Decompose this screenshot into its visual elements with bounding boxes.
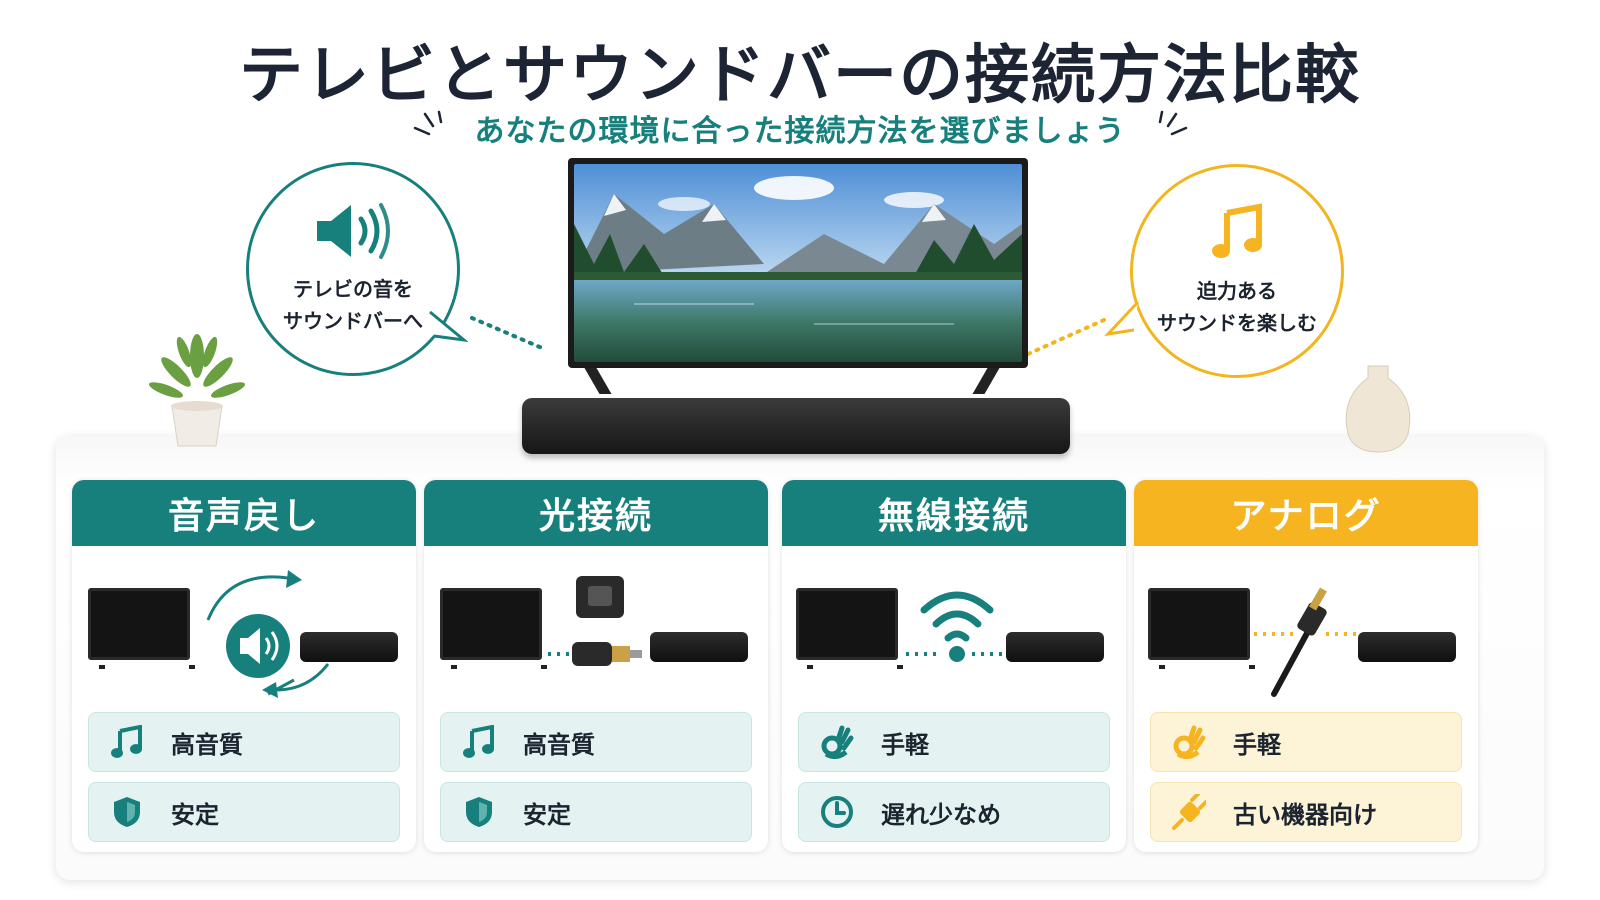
tv-leg-right [972, 368, 1000, 394]
feature-label: 高音質 [171, 730, 243, 759]
feature-label: 安定 [171, 800, 219, 829]
feature-label: 高音質 [523, 730, 595, 759]
subtitle-row: あなたの環境に合った接続方法を選びましょう [0, 106, 1600, 150]
optical-connector-icon [548, 576, 642, 666]
bubble-left-line2: サウンドバーへ [283, 309, 423, 333]
clock-icon [819, 794, 855, 830]
shield-icon [461, 794, 497, 830]
feature-item: 高音質 [440, 712, 752, 772]
card-title: 音声戻し [72, 480, 416, 546]
ok-hand-icon [1171, 724, 1207, 760]
dotted-connector-right [1026, 318, 1106, 356]
card-title: アナログ [1134, 480, 1478, 546]
feature-item: 古い機器向け [1150, 782, 1462, 842]
feature-item: 安定 [440, 782, 752, 842]
feature-item: 遅れ少なめ [798, 782, 1110, 842]
page-title: テレビとサウンドバーの接続方法比較 [239, 39, 1361, 113]
bubble-right-line2: サウンドを楽しむ [1157, 311, 1317, 335]
tv-leg-left [584, 368, 612, 394]
shield-icon [109, 794, 145, 830]
tv-icon [796, 588, 903, 669]
feature-label: 安定 [523, 800, 571, 829]
tv-screen-landscape [574, 164, 1022, 362]
feature-label: 手軽 [1233, 730, 1281, 759]
card-title: 光接続 [424, 480, 768, 546]
music-note-icon [109, 724, 145, 760]
music-note-icon [1212, 203, 1262, 258]
bubble-left: テレビの音を サウンドバーへ [246, 162, 460, 376]
vase-decoration [1345, 365, 1411, 453]
plug-icon [1171, 794, 1207, 830]
bubble-right-line1: 迫力ある [1197, 279, 1277, 303]
feature-label: 遅れ少なめ [881, 800, 1001, 829]
bubble-right: 迫力ある サウンドを楽しむ [1130, 164, 1344, 378]
television [568, 158, 1028, 368]
bubble-left-tail [429, 310, 468, 343]
connection-diagram [424, 546, 768, 716]
bubble-left-line1: テレビの音を [293, 277, 413, 301]
dotted-connector-left [470, 316, 544, 350]
connection-diagram [1134, 546, 1478, 716]
feature-item: 高音質 [88, 712, 400, 772]
wifi-icon [906, 591, 1008, 662]
card-wireless[interactable]: 無線接続 手軽 遅れ少なめ [782, 480, 1126, 852]
subtitle: あなたの環境に合った接続方法を選びましょう [474, 114, 1126, 149]
ok-hand-icon [819, 724, 855, 760]
soundbar-icon [1006, 632, 1104, 662]
tv-icon [440, 588, 547, 669]
return-arrows-icon [206, 570, 330, 698]
feature-item: 手軽 [1150, 712, 1462, 772]
card-analog[interactable]: アナログ 手軽 古い機器向け [1134, 480, 1478, 852]
music-note-icon [461, 724, 497, 760]
soundbar-icon [300, 632, 398, 662]
sparkle-left-icon [413, 110, 442, 136]
feature-item: 手軽 [798, 712, 1110, 772]
feature-label: 手軽 [881, 730, 929, 759]
card-audio-return[interactable]: 音声戻し 高音質 安定 [72, 480, 416, 852]
soundbar-icon [650, 632, 748, 662]
soundbar-icon [1358, 632, 1456, 662]
tv-icon [88, 588, 195, 669]
card-title: 無線接続 [782, 480, 1126, 546]
plant-decoration [148, 334, 246, 447]
speaker-icon [317, 203, 390, 259]
soundbar [522, 398, 1070, 454]
connection-diagram [782, 546, 1126, 716]
connection-diagram [72, 546, 416, 716]
sparkle-right-icon [1158, 110, 1187, 136]
tv-icon [1148, 588, 1255, 669]
feature-item: 安定 [88, 782, 400, 842]
aux-cable-icon [1254, 587, 1360, 697]
card-optical[interactable]: 光接続 高音質 安定 [424, 480, 768, 852]
bubble-right-tail [1104, 300, 1140, 337]
feature-label: 古い機器向け [1233, 800, 1377, 829]
